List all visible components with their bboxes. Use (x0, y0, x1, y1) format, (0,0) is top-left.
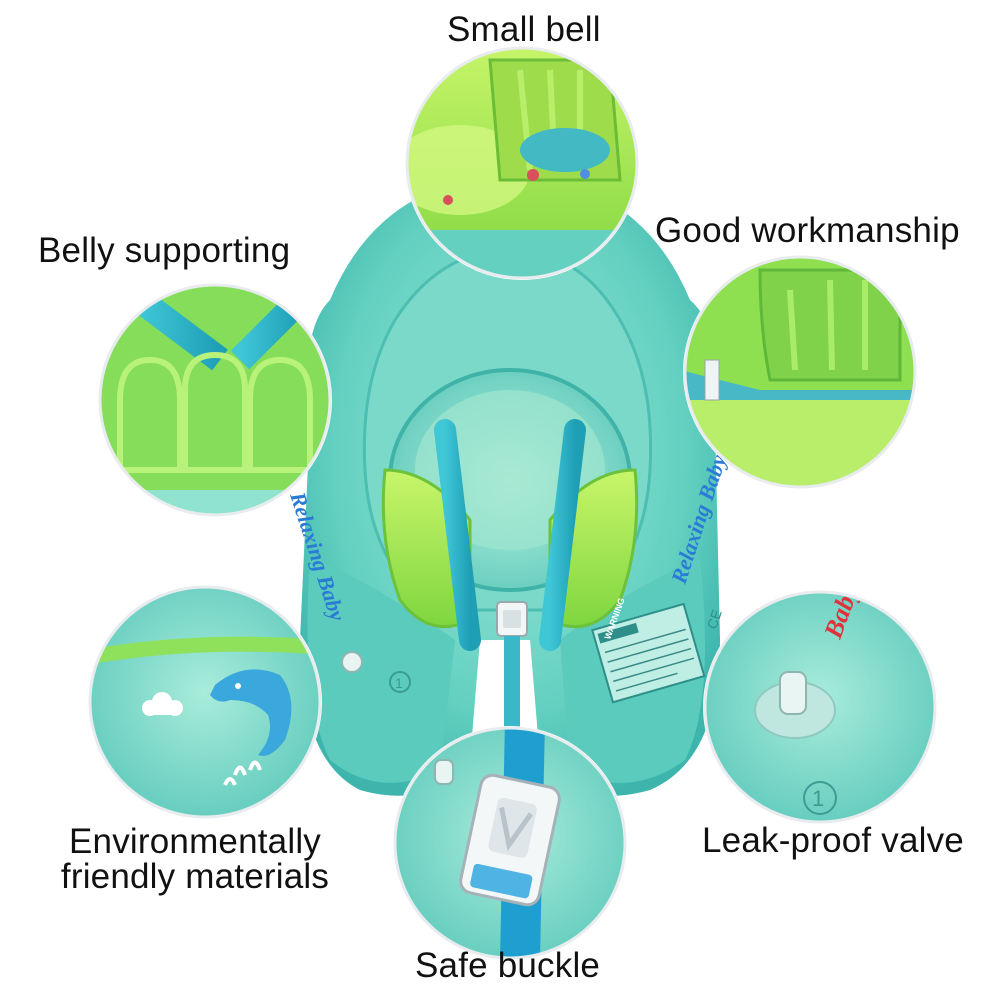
detail-good-workmanship (683, 255, 917, 489)
chamber-number: 1 (395, 675, 403, 691)
float-chamber-circle (389, 671, 411, 693)
label-safe-buckle: Safe buckle (415, 946, 601, 985)
label-leak-proof-valve: Leak-proof valve (702, 821, 964, 860)
buckle-icon (459, 773, 561, 907)
float-left-valve-icon (341, 651, 363, 673)
label-environmental-line1: Environmentally (69, 822, 321, 861)
label-good-workmanship: Good workmanship (655, 211, 960, 250)
label-environmental-line2: friendly materials (60, 857, 330, 896)
detail-safe-buckle (393, 726, 627, 960)
swim-float: Relaxing Baby Relaxing Baby CE WARNING 1 (285, 175, 731, 796)
valve-icon (779, 671, 807, 715)
detail-environmental (88, 585, 322, 819)
detail-leak-proof-valve: 1 Baby (703, 590, 937, 824)
label-belly-supporting: Belly supporting (38, 231, 291, 270)
float-buckle-slot (503, 610, 521, 628)
detail-small-bell (405, 46, 639, 280)
float-right-strap (539, 419, 586, 651)
label-small-bell: Small bell (447, 10, 601, 49)
float-left-strap (434, 419, 481, 651)
valve-chamber-number: 1 (812, 786, 824, 811)
ce-mark: CE (704, 607, 725, 630)
float-warning-panel (591, 602, 706, 704)
detail-belly-supporting (98, 283, 332, 517)
dolphin-icon (210, 669, 292, 756)
